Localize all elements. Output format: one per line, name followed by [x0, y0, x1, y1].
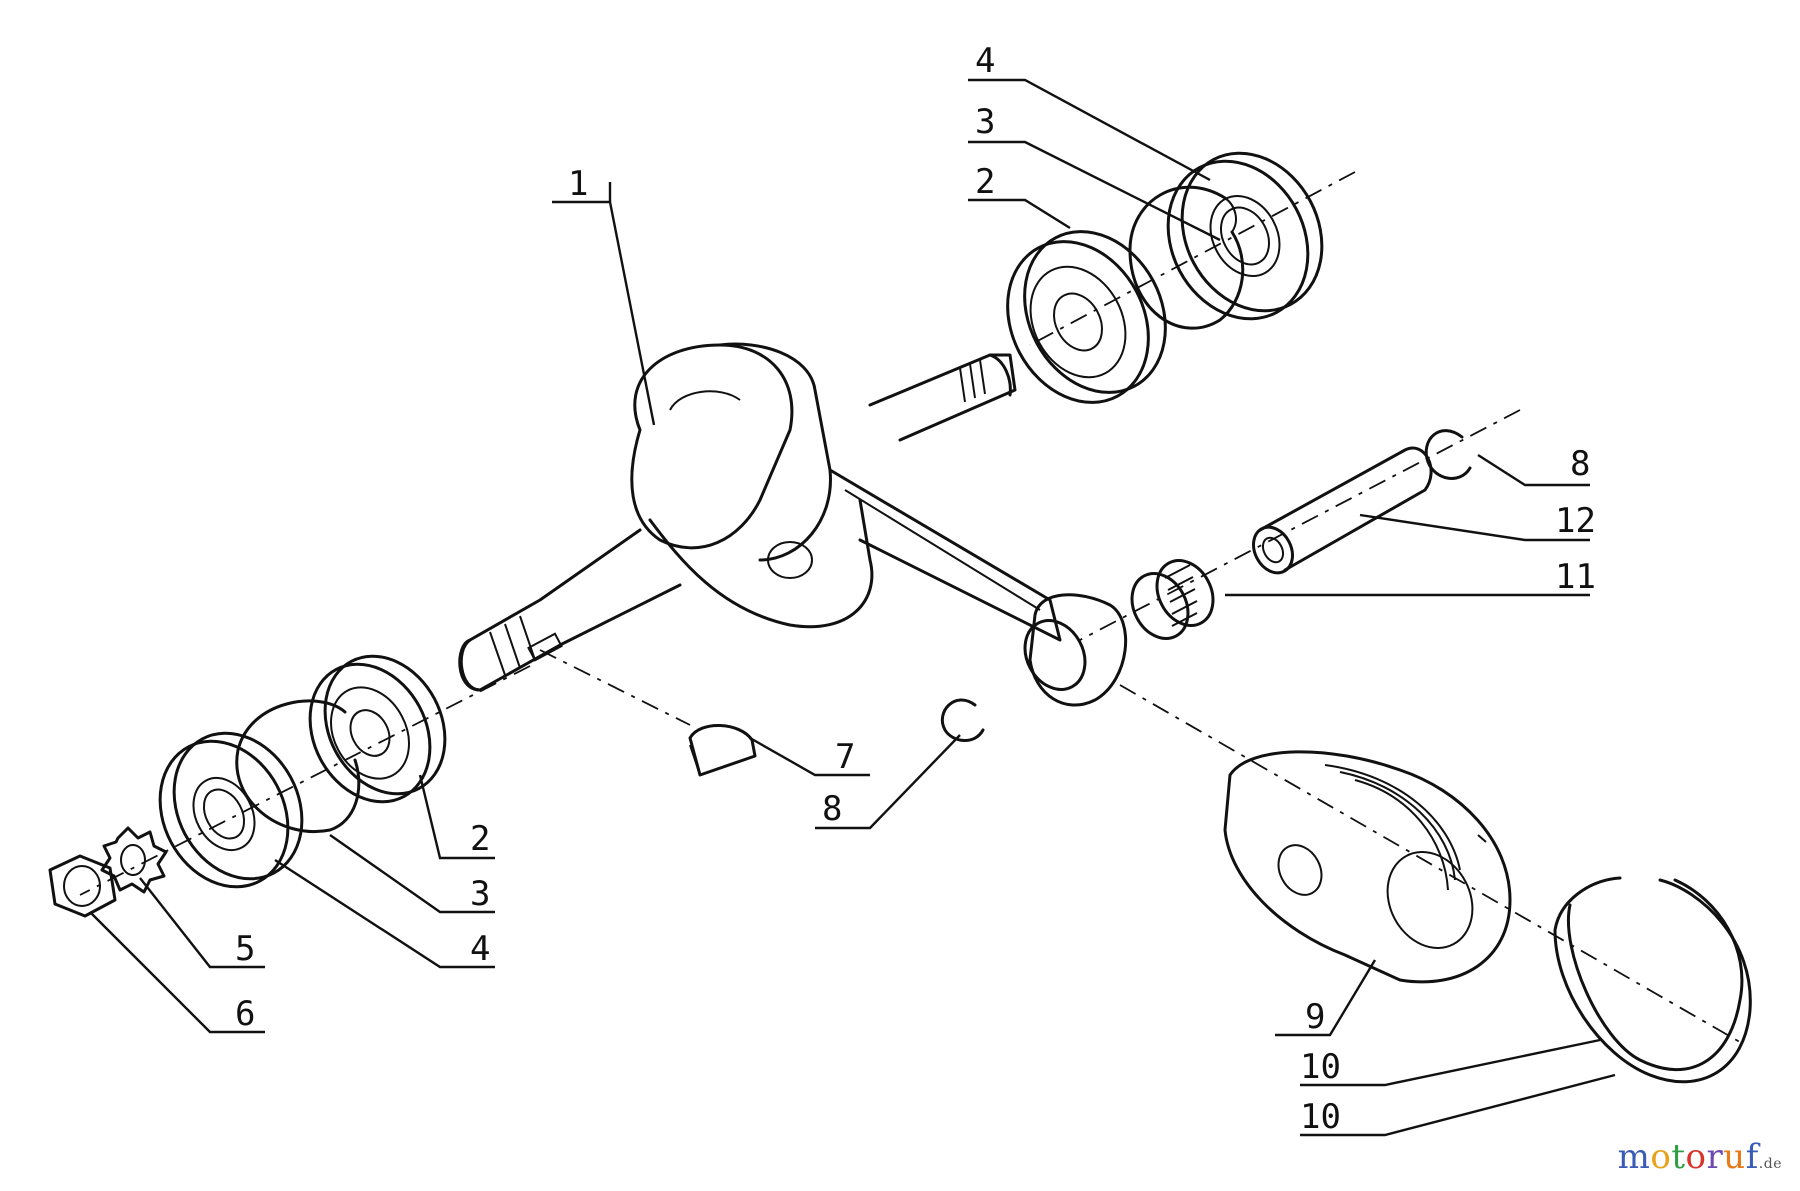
- callout-2-top: 2: [975, 162, 995, 202]
- callout-4-left: 4: [470, 929, 490, 969]
- piston-pin: [1252, 446, 1433, 575]
- callout-5: 5: [235, 929, 255, 969]
- watermark-suffix: .de: [1758, 1156, 1782, 1172]
- watermark-logo: motoruf.de: [1618, 1137, 1782, 1177]
- callout-4-top: 4: [975, 41, 995, 81]
- circlip-left: [235, 699, 361, 833]
- callout-8-mid: 8: [822, 789, 842, 829]
- assembly-axes: [79, 171, 1746, 1046]
- callout-8-right: 8: [1570, 444, 1590, 484]
- callout-3-top: 3: [975, 102, 995, 142]
- watermark-letter: r: [1706, 1137, 1724, 1177]
- crankshaft: [458, 342, 1128, 707]
- piston-ring-outer: [1553, 876, 1752, 1084]
- callout-10-b: 10: [1300, 1097, 1341, 1137]
- circlip-pin-left: [940, 698, 985, 742]
- callout-10-a: 10: [1300, 1047, 1341, 1087]
- callout-6: 6: [235, 994, 255, 1034]
- watermark-letters: motoruf: [1618, 1137, 1759, 1177]
- seal-ring-left: [158, 731, 304, 889]
- ball-bearing-top: [1006, 230, 1167, 404]
- circlip-pin-right: [1424, 429, 1472, 480]
- piston: [1223, 750, 1512, 984]
- callouts: 1 4 3 2 8 12 11 7 8 2 3 4 5 6 9 10 10: [235, 41, 1596, 1137]
- needle-bearing: [1130, 559, 1215, 640]
- watermark-letter: m: [1617, 1137, 1651, 1177]
- circlip-top: [1128, 185, 1245, 330]
- ball-bearing-left: [308, 654, 447, 804]
- callout-12: 12: [1555, 501, 1596, 541]
- leader-lines: [89, 78, 1616, 1137]
- watermark-letter: f: [1745, 1137, 1759, 1177]
- watermark-letter: o: [1685, 1137, 1707, 1177]
- watermark-letter: o: [1650, 1137, 1672, 1177]
- callout-9: 9: [1305, 997, 1325, 1037]
- callout-2-left: 2: [470, 819, 490, 859]
- watermark-letter: u: [1723, 1137, 1746, 1177]
- woodruff-key: [688, 724, 757, 777]
- callout-3-left: 3: [470, 874, 490, 914]
- callout-11: 11: [1555, 557, 1596, 597]
- callout-1: 1: [568, 164, 588, 204]
- watermark-letter: t: [1671, 1137, 1686, 1177]
- callout-7: 7: [835, 737, 855, 777]
- hex-nut: [48, 854, 117, 918]
